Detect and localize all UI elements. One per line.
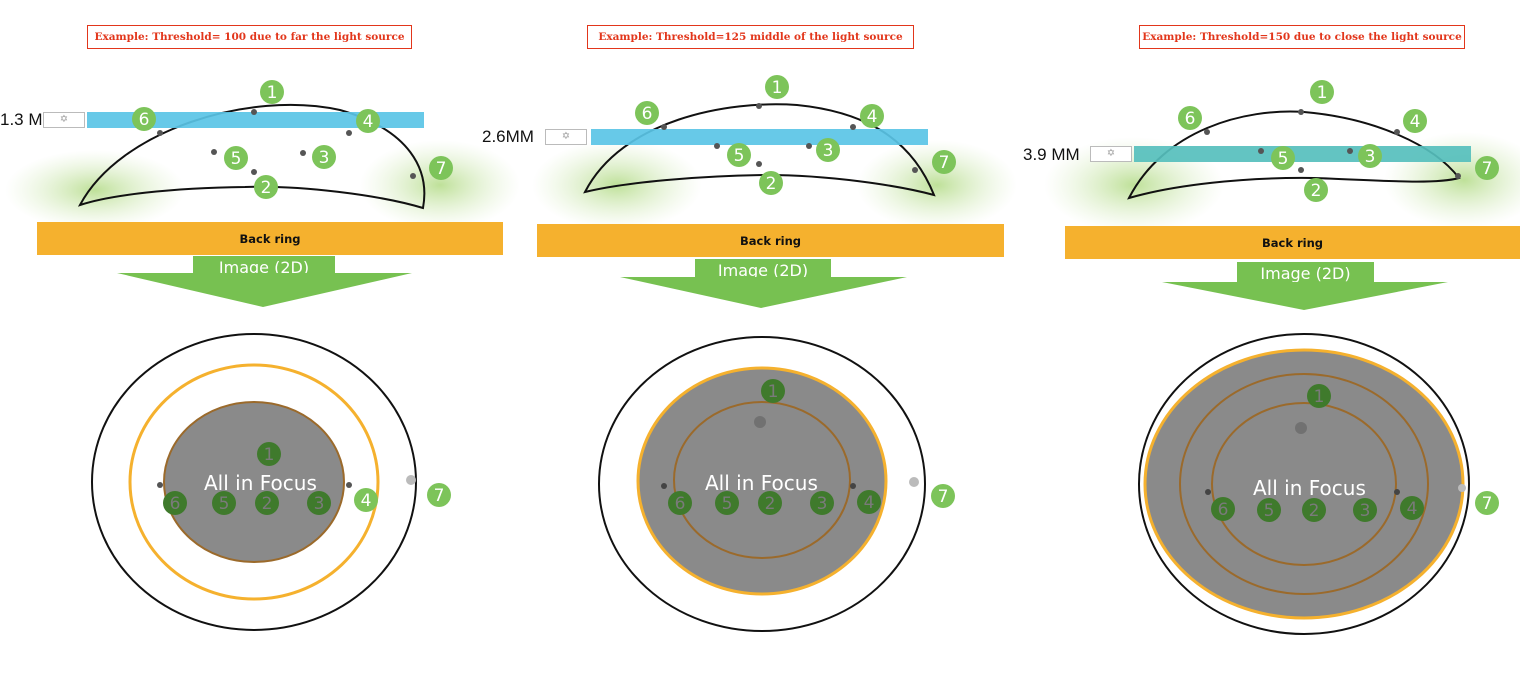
focus-eye-image [598,336,926,632]
point-1-dot [1298,109,1304,115]
thickness-label: 2.6MM [482,127,534,146]
blur-spot-7 [406,475,416,485]
cornea-diagram [5,103,520,230]
panel-threshold-125: Example: Threshold=125 middle of the lig… [482,0,1017,697]
orange-ring [128,363,380,601]
blur-spot-1 [1295,422,1307,434]
dot-left [661,483,667,489]
light-glow-left [5,150,185,230]
panel-threshold-100: Example: Threshold= 100 due to far the l… [0,0,520,697]
cornea-points [157,109,416,179]
cornea-points [661,103,918,173]
arrow-head [117,273,412,307]
point-1-dot [251,109,257,115]
point-2-dot [1298,167,1304,173]
point-2-dot [756,161,762,167]
back-ring-bar: Back ring [1065,226,1520,259]
point-6-dot [157,130,163,136]
middle-ring [1179,373,1429,595]
gray-focus-disc [1143,348,1465,620]
point-3-dot [300,150,306,156]
threshold-caption: Example: Threshold=125 middle of the lig… [587,25,914,49]
point-5-dot [211,149,217,155]
point-7-dot [912,167,918,173]
arrow-head [1162,282,1448,310]
lens-outline [583,103,936,197]
threshold-caption: Example: Threshold=150 due to close the … [1139,25,1465,49]
point-7-dot [410,173,416,179]
thickness-indicator: ✡ [43,112,85,128]
focus-eye-image [91,333,417,631]
point-5-dot [714,143,720,149]
back-ring-bar: Back ring [537,224,1004,257]
point-4-dot [850,124,856,130]
dot-left [1205,489,1211,495]
outer-ring [91,333,417,631]
point-3-dot [806,143,812,149]
dot-right [850,483,856,489]
focus-eye-image [1138,333,1470,635]
focus-label: All in Focus [204,471,317,495]
focus-label: All in Focus [705,471,818,495]
blur-spot-7 [1458,484,1466,492]
light-glow-right [857,140,1017,230]
image-2d-arrow: Image (2D) [695,259,831,281]
cornea-diagram [532,103,1017,230]
thickness-indicator: ✡ [1090,146,1132,162]
dot-right [346,482,352,488]
gray-focus-disc [163,401,345,563]
point-6-dot [1204,129,1210,135]
point-3-dot [1347,148,1353,154]
point-1-dot [756,103,762,109]
threshold-caption: Example: Threshold= 100 due to far the l… [87,25,412,49]
light-glow-right [360,140,520,230]
focus-label: All in Focus [1253,476,1366,500]
cornea-points [1204,109,1461,179]
panel-threshold-150: Example: Threshold=150 due to close the … [1014,0,1520,697]
outer-ring [1138,333,1470,635]
point-6-dot [661,124,667,130]
point-4-dot [1394,129,1400,135]
point-7-dot [1455,173,1461,179]
inner-ring [1211,402,1397,566]
cornea-thickness-bar [87,112,424,128]
image-2d-arrow: Image (2D) [193,256,335,278]
dot-right [1394,489,1400,495]
cornea-thickness-bar [591,129,928,145]
cornea-thickness-bar [1134,146,1471,162]
blur-spot-7 [909,477,919,487]
outer-ring [598,336,926,632]
image-2d-arrow: Image (2D) [1237,262,1374,284]
thickness-label: 3.9 MM [1023,145,1080,164]
arrow-head [620,277,907,308]
point-5-dot [1258,148,1264,154]
thickness-label: 1.3 MM [0,110,57,129]
blur-spot-1 [754,416,766,428]
point-4-dot [346,130,352,136]
back-ring-bar: Back ring [37,222,503,255]
point-2-dot [251,169,257,175]
thickness-indicator: ✡ [545,129,587,145]
dot-left [157,482,163,488]
